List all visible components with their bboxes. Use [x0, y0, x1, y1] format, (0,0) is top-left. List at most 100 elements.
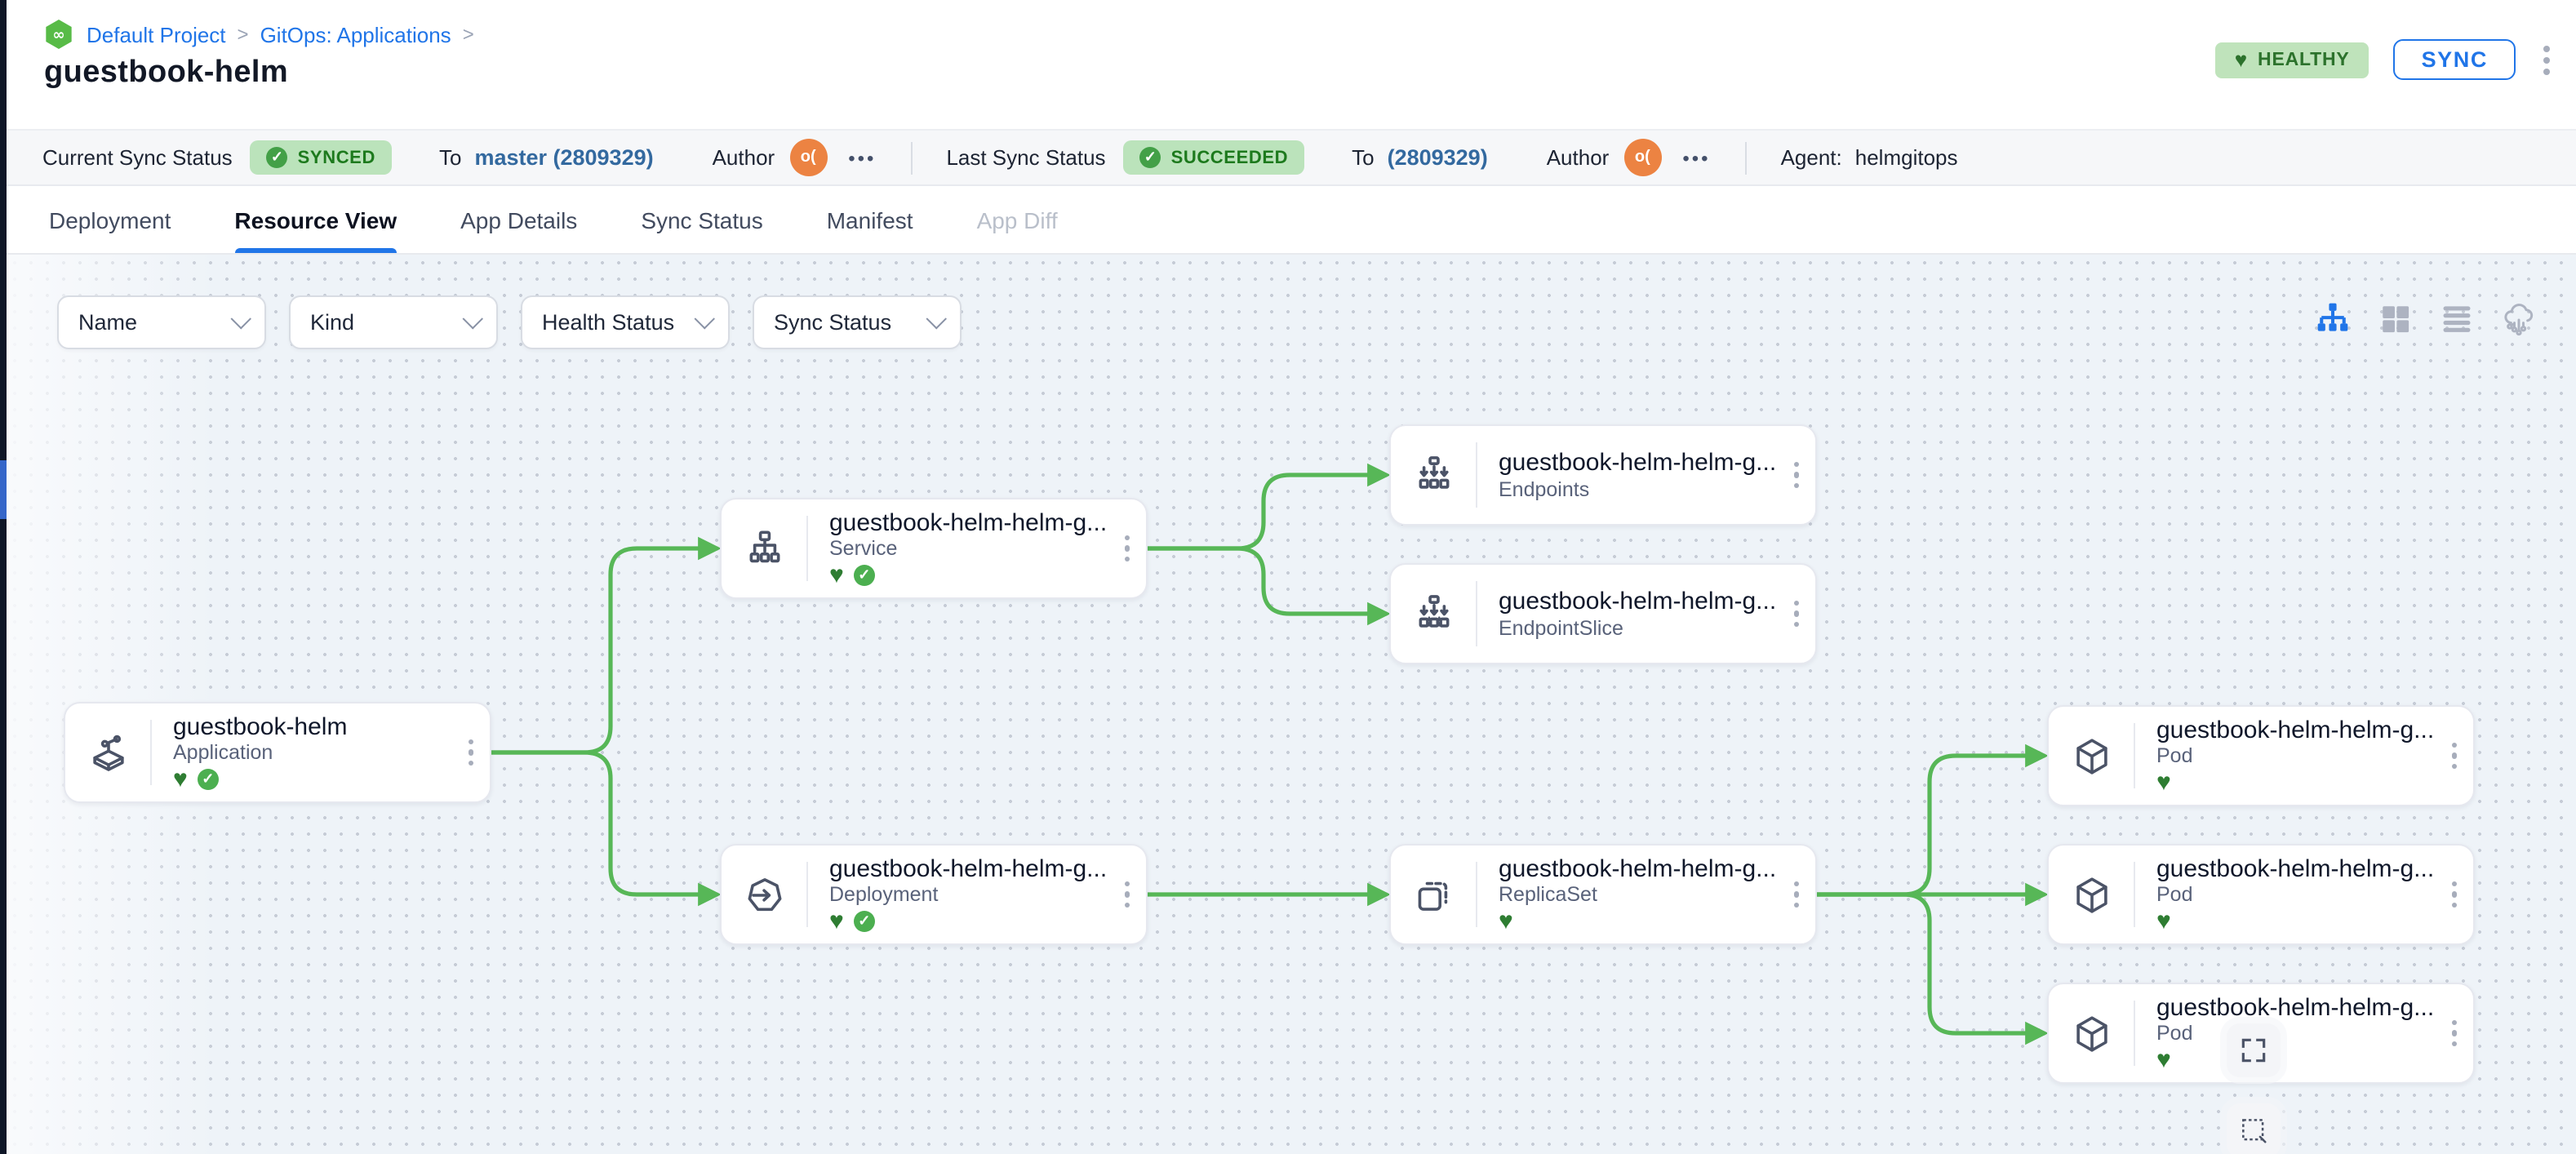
- check-circle-icon: ✓: [266, 147, 288, 168]
- node-kebab-menu-icon[interactable]: [2448, 984, 2473, 1082]
- author-label: Author: [1546, 145, 1610, 170]
- resource-node-deployment[interactable]: guestbook-helm-helm-g...Deployment♥✓: [720, 844, 1148, 945]
- pod-icon: [2049, 1001, 2134, 1066]
- edge-app-to-deployment: [489, 750, 722, 907]
- node-status: ♥: [2156, 909, 2435, 934]
- chevron-down-icon: [462, 308, 483, 330]
- cloud-view-icon[interactable]: [2501, 300, 2537, 336]
- filter-label: Sync Status: [774, 310, 892, 335]
- node-kebab-menu-icon[interactable]: [2448, 846, 2473, 943]
- divider: [910, 141, 913, 174]
- divider: [1744, 141, 1747, 174]
- endpointslice-icon: [1391, 581, 1476, 646]
- tab-app-diff: App Diff: [976, 206, 1058, 233]
- filter-name[interactable]: Name: [57, 295, 266, 349]
- divider: [806, 516, 808, 581]
- fit-view-button[interactable]: [2227, 1023, 2281, 1077]
- node-kebab-menu-icon[interactable]: [1790, 846, 1815, 943]
- resource-node-service[interactable]: guestbook-helm-helm-g...Service♥✓: [720, 498, 1148, 599]
- sidebar-scroll-thumb[interactable]: [0, 460, 7, 519]
- breadcrumb-link-project[interactable]: Default Project: [87, 22, 226, 47]
- node-kind: Pod: [2156, 883, 2193, 907]
- filter-kind[interactable]: Kind: [289, 295, 498, 349]
- node-title: guestbook-helm-helm-g...: [829, 855, 1108, 882]
- node-body: guestbook-helm-helm-g...Service♥✓: [808, 499, 1121, 597]
- deployment-icon: [722, 862, 806, 927]
- resource-node-pod-2[interactable]: guestbook-helm-helm-g...Pod♥: [2047, 844, 2475, 945]
- node-kebab-menu-icon[interactable]: [2448, 707, 2473, 805]
- app-tabs: Deployment Resource View App Details Sync S…: [7, 186, 2576, 255]
- node-status: ♥✓: [829, 909, 1108, 934]
- node-body: guestbook-helm-helm-g...Pod♥: [2135, 707, 2448, 805]
- selection-button[interactable]: [2227, 1103, 2281, 1154]
- node-body: guestbook-helm-helm-g...Endpoints: [1477, 426, 1790, 524]
- filter-sync-status[interactable]: Sync Status: [753, 295, 962, 349]
- synced-check-icon: ✓: [853, 911, 875, 933]
- node-status: ♥: [2156, 769, 2435, 797]
- author-label: Author: [712, 145, 775, 170]
- tab-resource-view[interactable]: Resource View: [234, 186, 398, 253]
- current-revision-link[interactable]: master (2809329): [474, 145, 654, 170]
- more-commits-button[interactable]: •••: [848, 146, 877, 169]
- list-view-icon[interactable]: [2439, 300, 2475, 336]
- divider: [1476, 581, 1477, 646]
- edge-service-to-endpointslice: [1145, 546, 1391, 626]
- node-kebab-menu-icon[interactable]: [1121, 846, 1146, 943]
- health-status-badge: ♥ HEALTHY: [2214, 42, 2369, 78]
- healthy-heart-icon: ♥: [1499, 908, 1513, 936]
- agent-label: Agent:: [1780, 145, 1842, 170]
- node-kebab-menu-icon[interactable]: [1790, 426, 1815, 524]
- node-kebab-menu-icon[interactable]: [1121, 499, 1146, 597]
- chevron-down-icon: [926, 308, 947, 330]
- last-revision-link[interactable]: (2809329): [1387, 145, 1488, 170]
- application-icon: [65, 720, 150, 785]
- filter-health-status[interactable]: Health Status: [521, 295, 730, 349]
- last-sync-status-label: Last Sync Status: [946, 145, 1106, 170]
- more-commits-button[interactable]: •••: [1682, 146, 1711, 169]
- synced-badge: ✓ SYNCED: [250, 140, 392, 175]
- resource-node-endpoints[interactable]: guestbook-helm-helm-g...Endpoints: [1389, 424, 1817, 526]
- node-kebab-menu-icon[interactable]: [464, 703, 490, 801]
- tree-view-icon[interactable]: [2315, 300, 2351, 336]
- to-label: To: [1352, 145, 1375, 170]
- chevron-down-icon: [694, 308, 715, 330]
- current-sync-status-label: Current Sync Status: [42, 145, 233, 170]
- sync-button[interactable]: SYNC: [2393, 39, 2516, 80]
- healthy-heart-icon: ♥: [2156, 769, 2171, 797]
- chevron-down-icon: [230, 308, 251, 330]
- node-kind: Service: [829, 537, 898, 561]
- codefresh-logo-icon: ∞: [42, 18, 75, 51]
- app-kebab-menu-icon[interactable]: [2540, 42, 2553, 78]
- node-title: guestbook-helm-helm-g...: [2156, 855, 2435, 882]
- breadcrumb-separator: >: [462, 23, 474, 46]
- node-title: guestbook-helm-helm-g...: [2156, 994, 2435, 1021]
- resource-node-endpointslice[interactable]: guestbook-helm-helm-g...EndpointSlice: [1389, 563, 1817, 664]
- breadcrumb-separator: >: [237, 23, 249, 46]
- node-kebab-menu-icon[interactable]: [1790, 565, 1815, 663]
- tab-sync-status[interactable]: Sync Status: [641, 206, 763, 233]
- page-title: guestbook-helm: [44, 55, 289, 90]
- node-body: guestbook-helm-helm-g...ReplicaSet♥: [1477, 846, 1790, 943]
- edge-service-to-endpoints: [1145, 463, 1391, 551]
- tab-deployment[interactable]: Deployment: [49, 206, 171, 233]
- pod-icon: [2049, 862, 2134, 927]
- resource-filters: Name Kind Health Status Sync Status: [57, 295, 962, 349]
- grid-view-icon[interactable]: [2377, 300, 2413, 336]
- divider: [2134, 862, 2135, 927]
- tab-app-details[interactable]: App Details: [460, 206, 578, 233]
- author-avatar[interactable]: o(: [1623, 139, 1662, 176]
- author-avatar[interactable]: o(: [789, 139, 828, 176]
- breadcrumb-link-applications[interactable]: GitOps: Applications: [260, 22, 451, 47]
- healthy-heart-icon: ♥: [2156, 1046, 2171, 1075]
- resource-node-pod-1[interactable]: guestbook-helm-helm-g...Pod♥: [2047, 705, 2475, 806]
- synced-check-icon: ✓: [853, 565, 875, 587]
- divider: [1476, 862, 1477, 927]
- tab-manifest[interactable]: Manifest: [826, 206, 913, 233]
- resource-node-replicaset[interactable]: guestbook-helm-helm-g...ReplicaSet♥: [1389, 844, 1817, 945]
- node-kind: ReplicaSet: [1499, 883, 1597, 907]
- filter-label: Kind: [310, 310, 355, 335]
- sidebar-collapsed-strip[interactable]: [0, 0, 7, 1154]
